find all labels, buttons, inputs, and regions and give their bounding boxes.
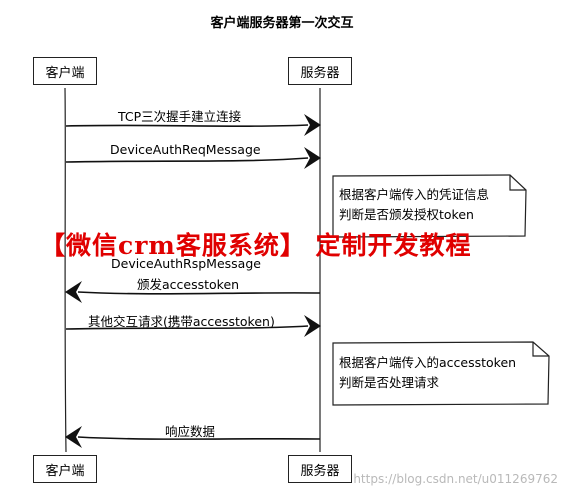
message-3-arrowhead: [65, 281, 82, 303]
note-1-line2: 判断是否颁发授权token: [339, 207, 474, 222]
client-actor-top: 客户端: [33, 57, 97, 85]
client-actor-top-label: 客户端: [45, 65, 85, 81]
message-1-arrow: [65, 124, 309, 127]
client-lifeline: [64, 87, 67, 453]
client-actor-bottom: 客户端: [33, 455, 97, 483]
message-2-arrowhead: [304, 147, 321, 169]
message-4-arrowhead: [304, 315, 321, 337]
message-2-label: DeviceAuthReqMessage: [110, 142, 261, 157]
message-4-arrow: [65, 325, 309, 330]
note-2-fold: [532, 342, 549, 357]
message-1-arrowhead: [304, 114, 321, 136]
server-actor-top-label: 服务器: [300, 65, 340, 81]
note-1-shape: [332, 174, 527, 238]
message-5-arrow: [77, 436, 321, 440]
watermark-banner: 【微信crm客服系统】 定制开发教程: [40, 231, 472, 260]
message-3-label-line2: 颁发accesstoken: [137, 277, 240, 292]
server-actor-top: 服务器: [288, 57, 352, 85]
client-actor-bottom-label: 客户端: [45, 463, 85, 479]
message-5-label: 响应数据: [165, 424, 216, 439]
server-actor-bottom: 服务器: [288, 455, 352, 483]
note-2-shape: [332, 341, 550, 406]
note-2-line2: 判断是否处理请求: [339, 375, 440, 390]
diagram-title: 客户端服务器第一次交互: [210, 16, 354, 31]
message-2-arrow: [65, 157, 309, 163]
footer-url: https://blog.csdn.net/u011269762: [353, 472, 558, 486]
message-5-arrowhead: [65, 426, 82, 448]
note-1-line1: 根据客户端传入的凭证信息: [339, 187, 490, 202]
server-actor-bottom-label: 服务器: [300, 463, 340, 479]
note-1-text: 根据客户端传入的凭证信息 判断是否颁发授权token: [339, 185, 489, 225]
note-2-text: 根据客户端传入的accesstoken 判断是否处理请求: [339, 353, 516, 393]
server-lifeline: [319, 87, 321, 453]
message-1-label: TCP三次握手建立连接: [118, 109, 242, 124]
message-3-arrow: [77, 291, 321, 295]
note-1-fold: [509, 175, 526, 191]
message-4-label: 其他交互请求(携带accesstoken): [88, 314, 275, 329]
note-2-line1: 根据客户端传入的accesstoken: [339, 355, 517, 370]
message-3-label-line1: DeviceAuthRspMessage: [111, 256, 261, 271]
